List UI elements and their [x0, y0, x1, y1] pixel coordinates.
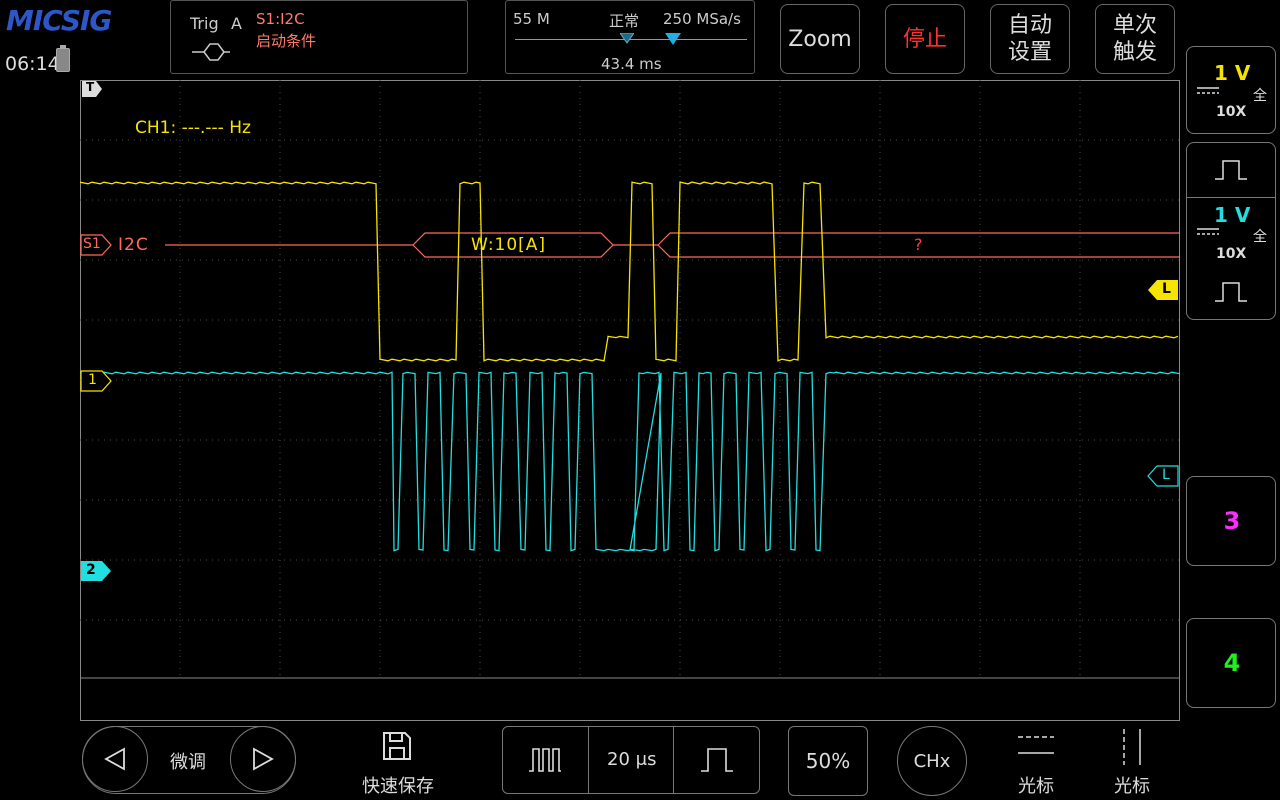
clock: 06:14	[5, 53, 60, 75]
arrow-right-icon	[253, 747, 274, 771]
ch2-pulse-icon	[1215, 282, 1247, 302]
ch2-trigger-level-icon[interactable]	[1147, 465, 1179, 487]
wide-pulse-icon	[701, 748, 733, 772]
single-trigger-button[interactable]: 单次 触发	[1095, 4, 1175, 74]
trigger-condition: 启动条件	[256, 32, 317, 50]
trigger-mode: 正常	[609, 12, 640, 30]
run-stop-button[interactable]: 停止	[885, 4, 965, 74]
s1-marker-icon[interactable]	[80, 234, 112, 256]
trigger-time-marker-icon[interactable]	[80, 80, 104, 98]
ch2-scl-trace	[80, 371, 1180, 552]
ch1-trigger-level-icon[interactable]	[1147, 279, 1179, 301]
s1-marker-label: S1	[83, 236, 101, 252]
ch1-probe: 10X	[1216, 104, 1247, 120]
horizontal-cursor-button[interactable]: 光标	[1008, 726, 1064, 797]
ch1-trigger-level-label: L	[1162, 281, 1171, 297]
horizontal-cursor-label: 光标	[1018, 776, 1054, 797]
timebase-value: 20 μs	[607, 749, 657, 770]
ch4-settings-panel[interactable]: 4	[1186, 618, 1276, 708]
trigger-label: Trig	[190, 14, 219, 33]
ch3-label: 3	[1223, 507, 1241, 535]
memory-depth: 55 M	[513, 10, 550, 28]
ch1-volts-div: 1 V	[1214, 61, 1251, 85]
timebase-increase-button[interactable]	[674, 726, 760, 794]
timebase-decrease-button[interactable]	[502, 726, 588, 794]
s1-decode-bus	[165, 232, 1180, 258]
frequency-readout: CH1: ---.--- Hz	[135, 118, 251, 138]
memory-position-bar	[515, 39, 747, 40]
dc-coupling-icon	[1197, 228, 1219, 235]
horizontal-cursor-icon	[1018, 736, 1054, 754]
ch2-bandwidth: 全	[1253, 229, 1267, 245]
decode-unknown-packet[interactable]: ?	[914, 235, 923, 254]
trigger-50-percent-button[interactable]: 50%	[788, 726, 868, 796]
quick-save-button[interactable]: 快速保存	[352, 726, 442, 797]
auto-set-button[interactable]: 自动 设置	[990, 4, 1070, 74]
vertical-cursor-button[interactable]: 光标	[1104, 726, 1160, 797]
arrow-left-icon	[104, 747, 125, 771]
panel-divider	[1187, 197, 1275, 198]
fine-adjust-label: 微调	[170, 752, 206, 773]
single-label-2: 触发	[1112, 40, 1157, 65]
trigger-source: A	[231, 14, 242, 33]
quick-save-label: 快速保存	[362, 776, 434, 797]
trigger-position-marker-icon	[665, 33, 681, 45]
adjust-left-button[interactable]	[82, 726, 148, 792]
ch2-trigger-level-label: L	[1162, 467, 1170, 483]
decode-write-packet[interactable]: W:10[A]	[471, 235, 547, 255]
zoom-button[interactable]: Zoom	[780, 4, 860, 74]
ch1-settings-panel[interactable]: 1 V 全 10X	[1186, 46, 1276, 134]
timebase-control	[502, 726, 760, 794]
ch1-bandwidth: 全	[1253, 88, 1267, 104]
ch1-marker-label: 1	[88, 372, 97, 388]
ch2-marker-label: 2	[86, 562, 96, 578]
view-window-marker-icon	[620, 33, 634, 44]
trigger-time-marker-label: T	[86, 80, 95, 94]
vertical-cursor-label: 光标	[1114, 776, 1150, 797]
ch2-volts-div: 1 V	[1214, 203, 1251, 227]
trigger-bus: S1:I2C	[256, 10, 305, 28]
channel-select-button[interactable]: CHx	[897, 726, 967, 796]
single-label-1: 单次	[1112, 13, 1157, 38]
horizontal-position: 43.4 ms	[601, 55, 662, 73]
vertical-cursor-icon	[1123, 729, 1141, 765]
dc-coupling-icon	[1197, 87, 1219, 94]
ch1-pulse-icon	[1215, 160, 1247, 180]
trigger-panel[interactable]	[170, 0, 468, 74]
auto-set-label-2: 设置	[1007, 40, 1052, 65]
s1-protocol-label: I2C	[118, 235, 149, 255]
divider	[673, 726, 674, 794]
ch2-settings-panel[interactable]: 1 V 全 10X	[1186, 142, 1276, 320]
waveform-display[interactable]	[80, 80, 1180, 721]
ch3-settings-panel[interactable]: 3	[1186, 476, 1276, 566]
trigger-either-edge-icon	[192, 43, 230, 61]
brand-logo: MICSIG	[6, 4, 112, 37]
dense-pulse-icon	[529, 748, 561, 772]
battery-icon	[56, 45, 70, 72]
auto-set-label-1: 自动	[1007, 13, 1052, 38]
ch1-marker-icon[interactable]	[80, 370, 112, 392]
ch1-sda-trace	[80, 181, 1179, 362]
ch4-label: 4	[1223, 649, 1241, 677]
waveform-canvas	[80, 80, 1180, 679]
adjust-right-button[interactable]	[230, 726, 296, 792]
timebase-panel[interactable]	[505, 0, 755, 74]
ch2-marker-icon[interactable]	[80, 560, 112, 582]
sample-rate: 250 MSa/s	[663, 10, 741, 28]
graticule-grid	[80, 80, 1180, 678]
ch2-probe: 10X	[1216, 246, 1247, 262]
save-icon	[383, 732, 411, 760]
divider	[588, 726, 589, 794]
